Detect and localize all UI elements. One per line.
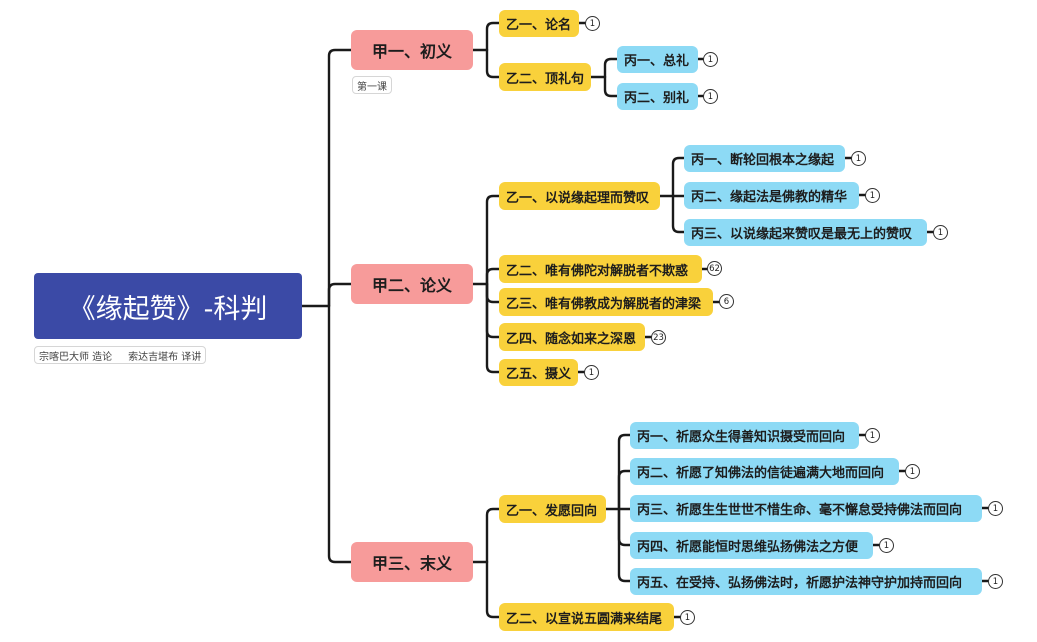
connector-line — [327, 304, 353, 564]
section-3-label: 甲三、末义 — [371, 554, 452, 573]
topic-label: 乙一、论名 — [506, 18, 572, 33]
topic-label: 丙五、在受持、弘扬佛法时，祈愿护法神守护加持而回向 — [637, 576, 963, 591]
topic-s2-yi1-bing1[interactable]: 丙一、断轮回根本之缘起 — [684, 145, 845, 172]
topic-s3-yi1-bing2[interactable]: 丙二、祈愿了知佛法的信徒遍满大地而回向 — [630, 458, 899, 485]
topic-s2-yi2[interactable]: 乙二、唯有佛陀对解脱者不欺惑 — [499, 255, 702, 283]
topic-label: 乙二、以宣说五圆满来结尾 — [506, 611, 663, 627]
topic-label: 乙一、以说缘起理而赞叹 — [506, 190, 650, 206]
section-2-topic[interactable]: 甲二、论义 — [351, 264, 473, 304]
connector-line — [485, 267, 501, 286]
topic-s1-yi2-bing2[interactable]: 丙二、别礼 — [617, 83, 698, 110]
topic-s3-yi1-bing5[interactable]: 丙五、在受持、弘扬佛法时，祈愿护法神守护加持而回向 — [630, 568, 982, 595]
count-badge[interactable]: 6 — [719, 294, 734, 309]
count-badge[interactable]: 1 — [988, 501, 1003, 516]
root-note: 宗喀巴大师 造论 索达吉堪布 译讲 — [34, 346, 207, 364]
topic-s3-yi1-bing3[interactable]: 丙三、祈愿生生世世不惜生命、毫不懈怠受持佛法而回向 — [630, 495, 982, 522]
count-badge[interactable]: 1 — [703, 52, 718, 67]
connector-line — [485, 507, 501, 564]
count-badge[interactable]: 1 — [584, 365, 599, 380]
topic-label: 乙一、发愿回向 — [506, 503, 598, 519]
count-badge[interactable]: 1 — [905, 464, 920, 479]
topic-label: 乙二、唯有佛陀对解脱者不欺惑 — [506, 263, 689, 279]
topic-label: 丙一、祈愿众生得善知识摄受而回向 — [637, 430, 846, 445]
section-1-topic[interactable]: 甲一、初义 — [351, 30, 473, 70]
topic-s3-yi1-bing4[interactable]: 丙四、祈愿能恒时思维弘扬佛法之方便 — [630, 532, 873, 559]
topic-label: 丙四、祈愿能恒时思维弘扬佛法之方便 — [637, 540, 859, 555]
root-title: 《缘起赞》-科判 — [68, 293, 268, 325]
topic-label: 乙五、摄义 — [506, 367, 572, 382]
count-badge[interactable]: 1 — [585, 16, 600, 31]
topic-s3-yi1-bing1[interactable]: 丙一、祈愿众生得善知识摄受而回向 — [630, 422, 859, 449]
topic-s2-yi1[interactable]: 乙一、以说缘起理而赞叹 — [499, 182, 660, 210]
topic-s2-yi4[interactable]: 乙四、随念如来之深恩 — [499, 323, 645, 351]
root-topic[interactable]: 《缘起赞》-科判 — [34, 273, 302, 339]
connector-line — [671, 156, 686, 198]
topic-s2-yi1-bing2[interactable]: 丙二、缘起法是佛教的精华 — [684, 182, 859, 209]
connector-line — [485, 282, 501, 374]
connector-line — [603, 57, 619, 79]
count-badge[interactable]: 1 — [680, 610, 695, 625]
topic-label: 丙三、祈愿生生世世不惜生命、毫不懈怠受持佛法而回向 — [637, 503, 963, 518]
topic-label: 乙三、唯有佛教成为解脱者的津梁 — [506, 296, 702, 312]
count-badge[interactable]: 1 — [933, 225, 948, 240]
section-1-label: 甲一、初义 — [371, 42, 452, 61]
section-1-note: 第一课 — [352, 76, 392, 94]
connector-line — [485, 194, 501, 286]
topic-s1-yi2[interactable]: 乙二、顶礼句 — [499, 63, 591, 91]
connector-line — [603, 75, 619, 98]
topic-label: 丙二、别礼 — [624, 91, 690, 106]
connector-line — [485, 282, 501, 304]
count-badge[interactable]: 1 — [703, 89, 718, 104]
connector-line — [617, 433, 632, 511]
count-badge[interactable]: 23 — [651, 330, 666, 345]
topic-s3-yi1[interactable]: 乙一、发愿回向 — [499, 495, 606, 523]
connector-line — [485, 21, 501, 52]
topic-label: 丙二、缘起法是佛教的精华 — [691, 190, 848, 205]
connector-line — [485, 560, 501, 619]
connector-line — [485, 282, 501, 339]
topic-s1-yi2-bing1[interactable]: 丙一、总礼 — [617, 46, 698, 73]
count-badge[interactable]: 1 — [988, 574, 1003, 589]
connector-line — [617, 507, 632, 547]
topic-label: 乙二、顶礼句 — [506, 71, 585, 87]
topic-s1-yi1[interactable]: 乙一、论名 — [499, 10, 579, 37]
connector-line — [327, 282, 353, 308]
section-2-label: 甲二、论义 — [371, 276, 452, 295]
connector-line — [485, 48, 501, 79]
topic-s2-yi3[interactable]: 乙三、唯有佛教成为解脱者的津梁 — [499, 288, 713, 316]
topic-s3-yi2[interactable]: 乙二、以宣说五圆满来结尾 — [499, 603, 674, 631]
connector-line — [671, 194, 686, 234]
connector-line — [617, 507, 632, 583]
topic-label: 丙一、断轮回根本之缘起 — [691, 153, 835, 168]
count-badge[interactable]: 1 — [865, 428, 880, 443]
connector-line — [327, 48, 353, 308]
count-badge[interactable]: 1 — [851, 151, 866, 166]
topic-label: 丙三、以说缘起来赞叹是最无上的赞叹 — [691, 227, 913, 242]
connector-line — [617, 469, 632, 511]
topic-label: 丙二、祈愿了知佛法的信徒遍满大地而回向 — [637, 466, 885, 481]
section-3-topic[interactable]: 甲三、末义 — [351, 542, 473, 582]
topic-s2-yi1-bing3[interactable]: 丙三、以说缘起来赞叹是最无上的赞叹 — [684, 219, 927, 246]
topic-label: 乙四、随念如来之深恩 — [506, 331, 637, 347]
topic-label: 丙一、总礼 — [624, 54, 690, 69]
topic-s2-yi5[interactable]: 乙五、摄义 — [499, 359, 578, 386]
count-badge[interactable]: 1 — [879, 538, 894, 553]
count-badge[interactable]: 62 — [707, 261, 722, 276]
count-badge[interactable]: 1 — [865, 188, 880, 203]
